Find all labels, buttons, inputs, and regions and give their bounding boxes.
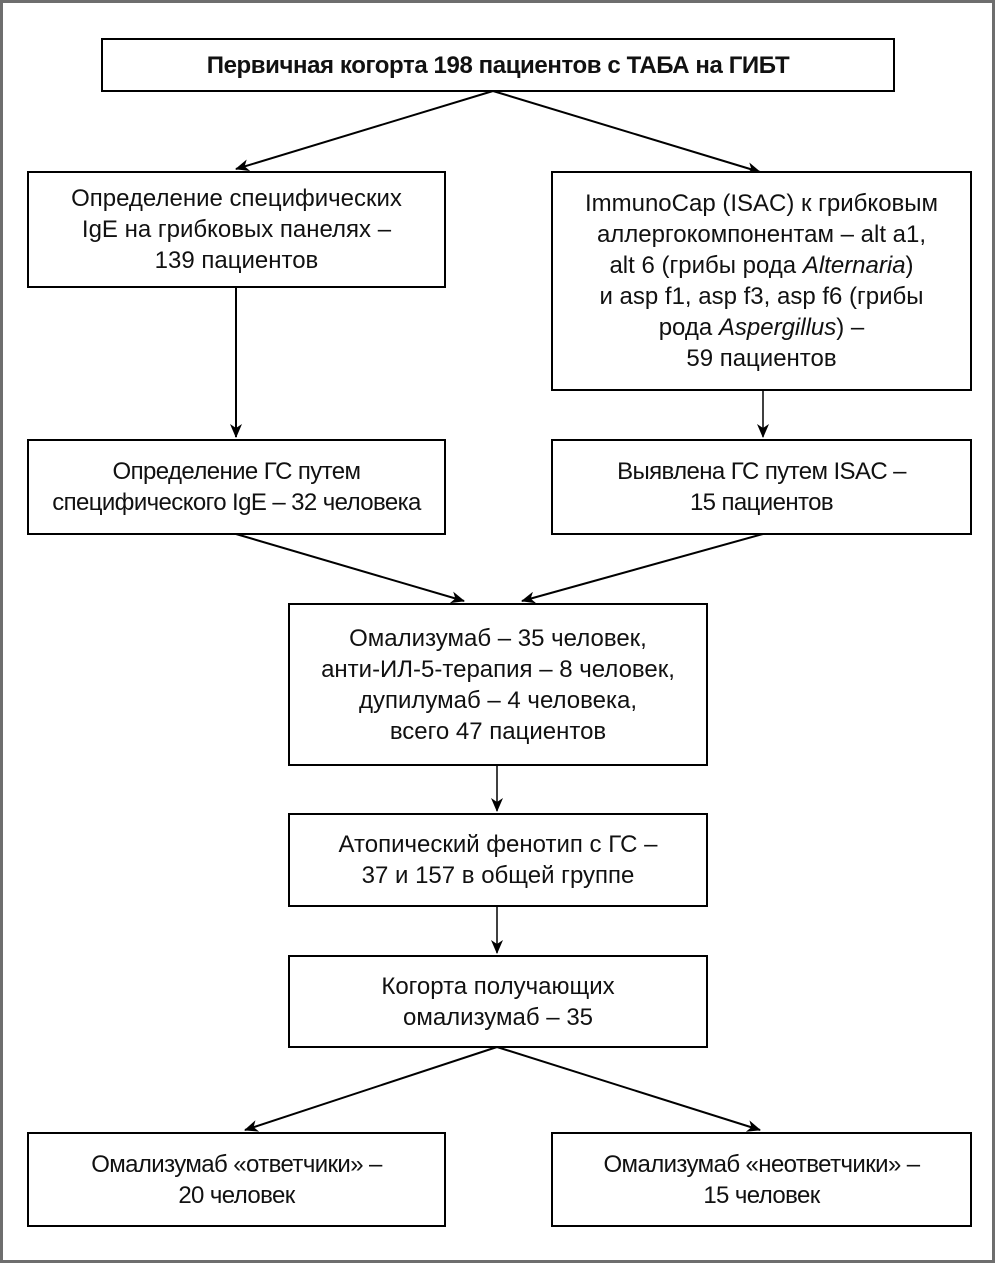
- node-cohort-line-1: Когорта получающих: [381, 972, 615, 1000]
- node-atopic-phenotype: Атопический фенотип с ГС – 37 и 157 в об…: [288, 813, 708, 907]
- node-gs-isac-line-1: Выявлена ГС путем ISAC –: [617, 458, 906, 485]
- arrow-title-to-isac: [492, 90, 761, 174]
- node-gs-isac-line-2: 15 пациентов: [689, 489, 834, 516]
- node-isac-line-3: alt 6 (грибы рода Alternaria): [585, 250, 938, 281]
- node-therapy-line-2: анти-ИЛ-5-терапия – 8 человек,: [321, 655, 675, 683]
- node-isac: ImmunoCap (ISAC) к грибковым аллергокомп…: [551, 171, 972, 391]
- node-cohort-line-2: омализумаб – 35: [402, 1003, 594, 1031]
- node-responders-line-1: Омализумаб «ответчики» –: [91, 1150, 382, 1178]
- node-therapy: Омализумаб – 35 человек, анти-ИЛ-5-терап…: [288, 603, 708, 766]
- node-responders-line-2: 20 человек: [178, 1181, 295, 1209]
- node-omalizumab-cohort: Когорта получающих омализумаб – 35: [288, 955, 708, 1048]
- node-responders: Омализумаб «ответчики» – 20 человек: [27, 1132, 446, 1227]
- arrow-cohort-to-nonresponders: [496, 1046, 761, 1132]
- node-isac-line-5-text: рода: [658, 314, 719, 341]
- node-isac-line-2: аллергокомпонентам – alt a1,: [596, 221, 927, 248]
- node-atopic-line-1: Атопический фенотип с ГС –: [338, 831, 658, 858]
- node-isac-line-1: ImmunoCap (ISAC) к грибковым: [584, 190, 939, 217]
- genus-aspergillus: Aspergillus: [718, 314, 837, 341]
- node-primary-cohort: Первичная когорта 198 пациентов с ТАБА н…: [101, 38, 895, 92]
- arrow-gs-ige-to-therapy: [235, 533, 465, 604]
- node-therapy-line-4: всего 47 пациентов: [389, 717, 607, 745]
- node-nonresponders: Омализумаб «неответчики» – 15 человек: [551, 1132, 972, 1227]
- node-fungal-panels-line-2: IgE на грибковых панелях –: [81, 216, 392, 243]
- arrow-gs-isac-to-therapy: [521, 533, 764, 604]
- node-primary-cohort-label: Первичная когорта 198 пациентов с ТАБА н…: [206, 51, 790, 79]
- node-isac-line-3-close: ): [905, 252, 914, 279]
- node-gs-ige-line-2: специфического IgE – 32 человека: [52, 489, 421, 516]
- node-isac-line-5-close: ) –: [836, 314, 865, 341]
- node-nonresponders-line-2: 15 человек: [703, 1181, 820, 1209]
- node-gs-ige-line-1: Определение ГС путем: [112, 458, 362, 485]
- node-isac-line-6: 59 пациентов: [686, 345, 837, 372]
- node-gs-ige: Определение ГС путем специфического IgE …: [27, 439, 446, 535]
- node-fungal-panels-line-3: 139 пациентов: [154, 247, 319, 274]
- node-therapy-line-3: дупилумаб – 4 человека,: [359, 686, 637, 714]
- arrow-cohort-to-responders: [244, 1046, 498, 1132]
- node-atopic-line-2: 37 и 157 в общей группе: [361, 862, 635, 889]
- node-therapy-line-1: Омализумаб – 35 человек,: [349, 624, 647, 652]
- node-nonresponders-line-1: Омализумаб «неответчики» –: [603, 1150, 920, 1178]
- genus-alternaria: Alternaria: [802, 252, 906, 279]
- node-isac-line-4: и asp f1, asp f3, asp f6 (грибы: [599, 283, 924, 310]
- node-fungal-panels-line-1: Определение специфических: [71, 185, 402, 212]
- node-fungal-panels: Определение специфических IgE на грибков…: [27, 171, 446, 288]
- node-isac-line-3-text: alt 6 (грибы рода: [609, 252, 803, 279]
- node-gs-isac: Выявлена ГС путем ISAC – 15 пациентов: [551, 439, 972, 535]
- node-isac-line-5: рода Aspergillus) –: [585, 312, 938, 343]
- arrow-title-to-fungal-panels: [235, 90, 494, 171]
